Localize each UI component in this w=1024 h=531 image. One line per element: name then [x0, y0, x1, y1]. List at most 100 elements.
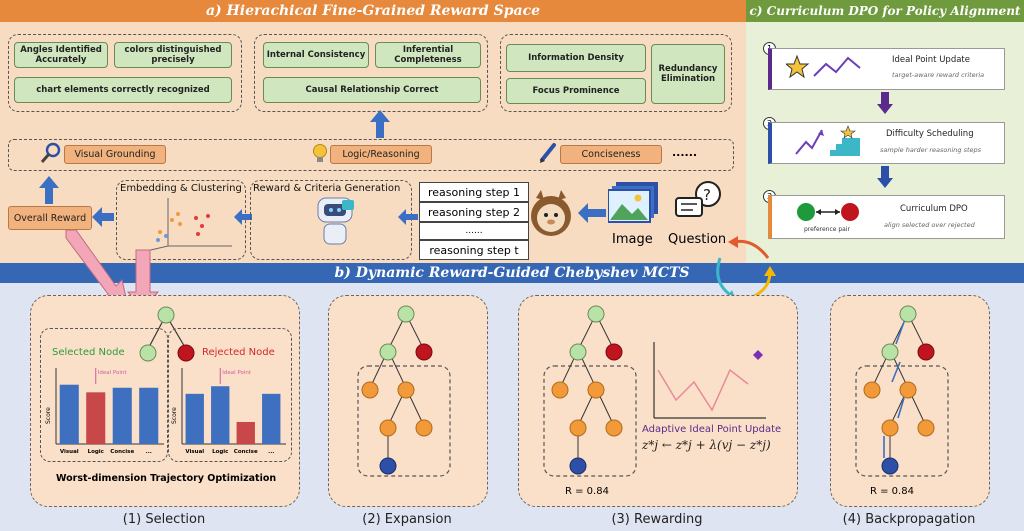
rejected-score-axis-label: Score: [171, 407, 178, 424]
curriculum-card-1: [768, 48, 1005, 90]
selected-tick-1: Logic: [88, 449, 104, 455]
rejected-node-box: [168, 328, 292, 462]
criterion-inferential-completeness: Inferential Completeness: [375, 42, 481, 68]
logic-criteria-group: [254, 34, 488, 112]
selected-bar-0: [59, 384, 79, 444]
robot-icon: [317, 197, 354, 245]
criterion-information-density: Information Density: [506, 44, 646, 72]
svg-text:?: ?: [703, 186, 711, 204]
down-arrow-blue: [877, 166, 893, 188]
selected-tick-0: Visual: [60, 449, 79, 455]
backprop-tree: [855, 305, 949, 477]
rejected-tick-1: Logic: [212, 449, 228, 455]
dimensions-row: [8, 139, 734, 171]
star-trend-icon: [786, 54, 861, 79]
ideal-point-formula: z*j ← z*j + λ(vj − z*j): [642, 438, 771, 452]
criterion-redundancy-elimination: Redundancy Elimination: [651, 44, 725, 104]
rejected-bar-3: [262, 393, 281, 444]
left-arrow-reward-gen: [234, 209, 252, 225]
backprop-value: R = 0.84: [870, 486, 914, 497]
question-icon: ?: [675, 181, 721, 217]
rejected-ideal-point-label: Ideal Point: [222, 370, 252, 376]
criterion-focus-prominence: Focus Prominence: [506, 78, 646, 104]
cycle-arrows: [716, 236, 776, 300]
selected-node-label: Selected Node: [52, 347, 125, 358]
preference-pair-icon: [797, 203, 859, 221]
expansion-panel: [328, 295, 488, 507]
dimension-logic-reasoning: Logic/Reasoning: [330, 145, 432, 164]
llama-model-icon: [531, 190, 571, 236]
left-arrow-llama: [578, 203, 606, 223]
selected-tick-3: ...: [146, 449, 152, 455]
rejected-tick-3: ...: [268, 449, 274, 455]
rewarding-value: R = 0.84: [565, 486, 609, 497]
selected-node-box: [40, 328, 168, 462]
selected-bar-1: [86, 392, 106, 444]
pen-icon: [540, 143, 556, 163]
left-arrow-embedding: [92, 207, 114, 227]
criterion-causal-relationship: Causal Relationship Correct: [263, 77, 481, 103]
visual-criteria-group: [8, 34, 242, 112]
rejected-tick-2: Concise: [234, 449, 258, 455]
down-arrow-purple: [877, 92, 893, 114]
reasoning-step-ellipsis: ......: [419, 222, 529, 240]
image-icon: [608, 182, 658, 223]
up-arrow-logic: [370, 110, 390, 138]
reasoning-step-2: reasoning step 2: [419, 202, 529, 222]
card-2-title: Difficulty Scheduling: [886, 129, 974, 139]
section-a-title: a) Hierachical Fine-Grained Reward Space: [0, 0, 746, 22]
image-label: Image: [612, 232, 653, 247]
expansion-tree: [357, 305, 451, 477]
embedding-label: Embedding & Clustering: [120, 183, 242, 194]
card-2-subtitle: sample harder reasoning steps: [880, 146, 982, 154]
dimension-more: ......: [672, 146, 698, 159]
dimension-conciseness: Conciseness: [560, 145, 662, 164]
question-label: Question: [668, 232, 727, 247]
rejected-bar-0: [185, 393, 204, 444]
cluster-scatter: [141, 198, 232, 253]
left-arrow-steps: [398, 209, 418, 225]
reasoning-step-1: reasoning step 1: [419, 182, 529, 202]
backprop-panel: [830, 295, 990, 507]
lightbulb-icon: [313, 144, 327, 162]
concise-criteria-group: [500, 34, 732, 112]
ideal-point-line-chart: [653, 342, 766, 419]
selected-score-axis-label: Score: [45, 407, 52, 424]
rejected-bar-2: [236, 421, 255, 444]
dimension-visual-grounding: Visual Grounding: [64, 145, 166, 164]
panel-label-expansion: (2) Expansion: [362, 512, 452, 527]
magnifier-icon: [40, 142, 61, 163]
adaptive-update-label: Adaptive Ideal Point Update: [642, 424, 782, 435]
selected-bar-2: [112, 387, 132, 444]
panel-label-rewarding: (3) Rewarding: [611, 512, 703, 527]
selected-ideal-point-label: Ideal Point: [98, 370, 128, 376]
card-3-title: Curriculum DPO: [900, 204, 968, 214]
selection-caption: Worst-dimension Trajectory Optimization: [56, 473, 277, 484]
criterion-chart-elements: chart elements correctly recognized: [14, 77, 232, 103]
reasoning-step-t: reasoning step t: [419, 240, 529, 260]
selected-bar-3: [139, 387, 159, 444]
card-1-title: Ideal Point Update: [892, 55, 970, 65]
rejected-tick-0: Visual: [185, 449, 204, 455]
selected-tick-2: Concise: [110, 449, 134, 455]
selection-tree: [139, 306, 195, 362]
panel-label-selection: (1) Selection: [122, 512, 206, 527]
criterion-internal-consistency: Internal Consistency: [263, 42, 369, 68]
section-c-title: c) Curriculum DPO for Policy Alignment: [746, 0, 1024, 22]
criterion-angles: Angles Identified Accurately: [14, 42, 108, 68]
overall-reward-box: Overall Reward: [8, 206, 92, 230]
rewarding-tree: [543, 305, 637, 477]
reward-gen-label: Reward & Criteria Generation: [253, 183, 401, 194]
rejected-bar-1: [211, 386, 230, 444]
up-arrow-overall: [39, 176, 59, 204]
difficulty-icon: [795, 125, 860, 156]
preference-pair-label: preference pair: [804, 226, 850, 233]
rejected-node-label: Rejected Node: [202, 347, 275, 358]
card-1-subtitle: target-aware reward criteria: [892, 71, 985, 79]
rewarding-panel: [518, 295, 798, 507]
panel-label-backpropagation: (4) Backpropagation: [842, 512, 976, 527]
criterion-colors: colors distinguished precisely: [114, 42, 232, 68]
